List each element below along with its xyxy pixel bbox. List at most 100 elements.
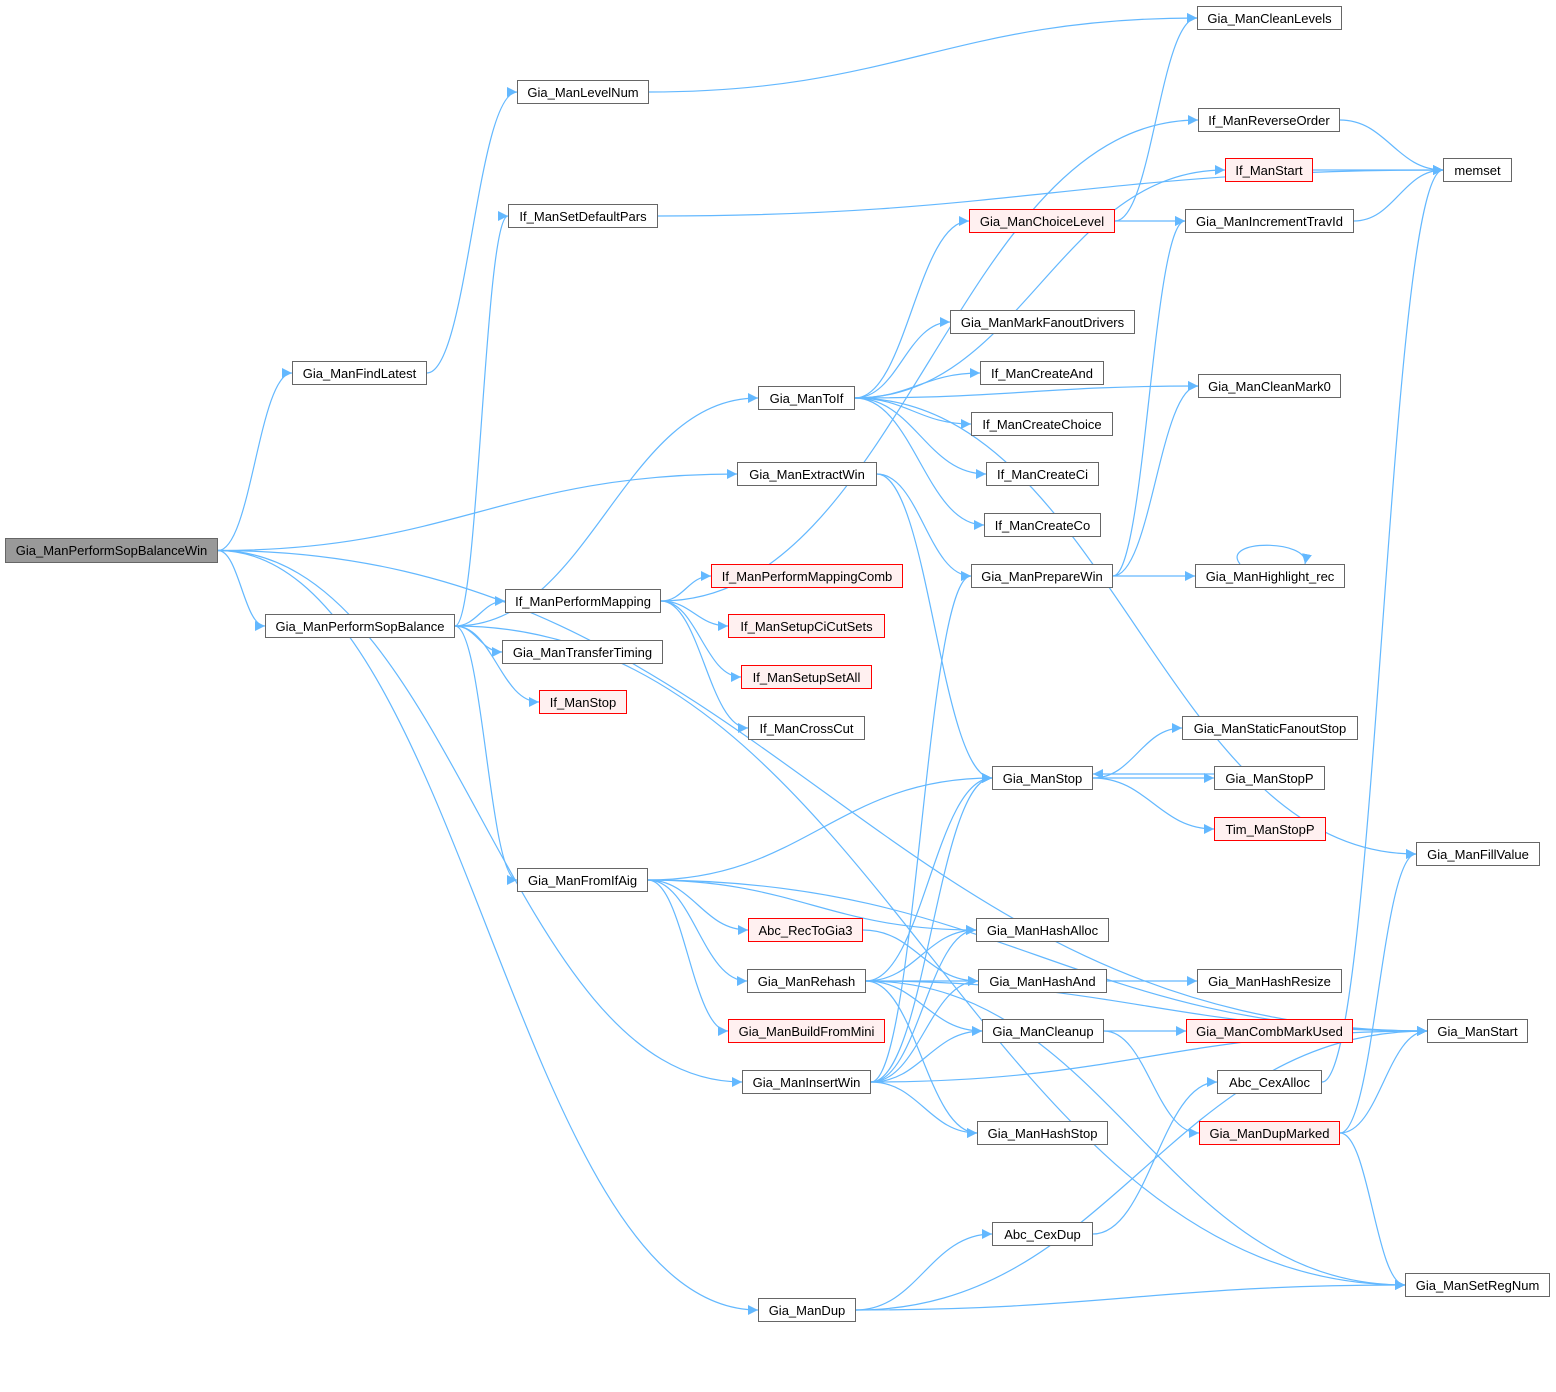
edge-choicelevel-to-cleanlevels	[1114, 13, 1198, 222]
edge-fromifaig-to-hashalloc	[647, 879, 977, 935]
node-cexdup[interactable]: Abc_CexDup	[992, 1222, 1093, 1246]
edge-insertwin-to-giastop	[870, 773, 993, 1083]
edge-rehash-to-hashstop	[865, 980, 978, 1138]
edge-sopbal-to-setdefpars	[454, 211, 509, 627]
edge-fromifaig-to-giastop	[647, 773, 993, 881]
node-cleanup[interactable]: Gia_ManCleanup	[982, 1019, 1104, 1043]
edge-giastop-to-timstopp	[1092, 777, 1215, 834]
edge-cleanup-to-dupmarked	[1103, 1030, 1200, 1138]
edge-fromifaig-to-giastart	[647, 879, 1428, 1036]
edge-cexalloc-to-memset	[1321, 165, 1444, 1083]
edge-toif-to-createci	[854, 397, 987, 479]
edge-revorder-to-memset	[1339, 119, 1444, 175]
node-dup[interactable]: Gia_ManDup	[758, 1298, 856, 1322]
node-buildmini[interactable]: Gia_ManBuildFromMini	[728, 1019, 885, 1043]
node-hashstop[interactable]: Gia_ManHashStop	[977, 1121, 1108, 1145]
node-cexalloc[interactable]: Abc_CexAlloc	[1217, 1070, 1322, 1094]
edge-dupmarked-to-fillvalue	[1339, 849, 1417, 1134]
node-insertwin[interactable]: Gia_ManInsertWin	[742, 1070, 871, 1094]
edge-preparewin-to-cleanmark0	[1112, 381, 1199, 577]
edge-sopbal-to-fromifaig	[454, 625, 518, 885]
node-transtiming[interactable]: Gia_ManTransferTiming	[502, 640, 663, 664]
edge-fromifaig-to-rectogia3	[647, 879, 749, 935]
node-createchoice[interactable]: If_ManCreateChoice	[971, 412, 1113, 436]
edge-highlight-to-highlight	[1236, 544, 1312, 565]
edge-win-to-giastart	[217, 549, 1428, 1036]
node-giastop[interactable]: Gia_ManStop	[992, 766, 1093, 790]
node-choicelevel[interactable]: Gia_ManChoiceLevel	[969, 209, 1115, 233]
edge-giastop-to-staticfanoutstop	[1092, 723, 1183, 779]
edge-rehash-to-setregnum	[865, 980, 1406, 1290]
node-extractwin[interactable]: Gia_ManExtractWin	[737, 462, 877, 486]
node-win[interactable]: Gia_ManPerformSopBalanceWin	[5, 538, 218, 563]
node-giastart[interactable]: Gia_ManStart	[1427, 1019, 1528, 1043]
node-setupsetall[interactable]: If_ManSetupSetAll	[741, 665, 872, 689]
edge-perfmap-to-setupcicut	[660, 600, 729, 631]
edge-toif-to-markfanout	[854, 317, 951, 399]
edge-insertwin-to-cleanup	[870, 1026, 983, 1083]
edge-fromifaig-to-buildmini	[647, 879, 729, 1036]
node-hashand[interactable]: Gia_ManHashAnd	[978, 969, 1107, 993]
node-toif[interactable]: Gia_ManToIf	[758, 386, 855, 410]
node-setdefpars[interactable]: If_ManSetDefaultPars	[508, 204, 658, 228]
node-ifstart[interactable]: If_ManStart	[1225, 158, 1313, 182]
edge-dupmarked-to-setregnum	[1339, 1132, 1406, 1290]
node-revorder[interactable]: If_ManReverseOrder	[1198, 108, 1340, 132]
node-hashalloc[interactable]: Gia_ManHashAlloc	[976, 918, 1109, 942]
node-findlatest[interactable]: Gia_ManFindLatest	[292, 361, 427, 385]
node-fillvalue[interactable]: Gia_ManFillValue	[1416, 842, 1540, 866]
node-highlight[interactable]: Gia_ManHighlight_rec	[1195, 564, 1345, 588]
node-crosscut[interactable]: If_ManCrossCut	[748, 716, 865, 740]
edge-dupmarked-to-giastart	[1339, 1026, 1428, 1134]
node-inctravid[interactable]: Gia_ManIncrementTravId	[1185, 209, 1354, 233]
edge-perfmap-to-revorder	[660, 115, 1199, 602]
edge-toif-to-fillvalue	[854, 397, 1417, 859]
edge-toif-to-choicelevel	[854, 216, 970, 399]
node-hashresize[interactable]: Gia_ManHashResize	[1197, 969, 1342, 993]
edge-levelnum-to-cleanlevels	[648, 13, 1198, 93]
node-rectogia3[interactable]: Abc_RecToGia3	[748, 918, 863, 942]
edge-sopbal-to-ifstop	[454, 625, 540, 707]
node-setregnum[interactable]: Gia_ManSetRegNum	[1405, 1273, 1550, 1297]
edge-perfmap-to-crosscut	[660, 600, 749, 733]
edge-win-to-dup	[217, 549, 759, 1315]
edge-dup-to-giastart	[855, 1026, 1428, 1311]
node-preparewin[interactable]: Gia_ManPrepareWin	[971, 564, 1113, 588]
edge-win-to-findlatest	[217, 368, 293, 552]
node-createand[interactable]: If_ManCreateAnd	[980, 361, 1104, 385]
node-sopbal[interactable]: Gia_ManPerformSopBalance	[265, 614, 455, 638]
node-createco[interactable]: If_ManCreateCo	[984, 513, 1101, 537]
edge-rehash-to-hashalloc	[865, 925, 977, 982]
node-rehash[interactable]: Gia_ManRehash	[747, 969, 866, 993]
edge-insertwin-to-hashalloc	[870, 925, 977, 1083]
node-setupcicut[interactable]: If_ManSetupCiCutSets	[728, 614, 885, 638]
node-cleanlevels[interactable]: Gia_ManCleanLevels	[1197, 6, 1342, 30]
edge-findlatest-to-levelnum	[426, 87, 518, 374]
node-perfmapcomb[interactable]: If_ManPerformMappingComb	[711, 564, 903, 588]
edge-sopbal-to-setregnum	[454, 625, 1406, 1290]
edge-dup-to-setregnum	[855, 1280, 1406, 1311]
edge-toif-to-createco	[854, 397, 985, 530]
node-ifstop[interactable]: If_ManStop	[539, 690, 627, 714]
edge-win-to-sopbal	[217, 549, 266, 631]
node-combmarkused[interactable]: Gia_ManCombMarkUsed	[1186, 1019, 1353, 1043]
edge-rehash-to-giastop	[865, 773, 993, 982]
node-dupmarked[interactable]: Gia_ManDupMarked	[1199, 1121, 1340, 1145]
edge-perfmap-to-perfmapcomb	[660, 571, 712, 602]
node-cleanmark0[interactable]: Gia_ManCleanMark0	[1198, 374, 1341, 398]
node-timstopp[interactable]: Tim_ManStopP	[1214, 817, 1326, 841]
node-markfanout[interactable]: Gia_ManMarkFanoutDrivers	[950, 310, 1135, 334]
edge-toif-to-cleanmark0	[854, 381, 1199, 399]
edge-win-to-extractwin	[217, 469, 738, 552]
edge-sopbal-to-perfmap	[454, 596, 506, 627]
edge-insertwin-to-hashand	[870, 976, 979, 1083]
node-fromifaig[interactable]: Gia_ManFromIfAig	[517, 868, 648, 892]
edge-sopbal-to-toif	[454, 393, 759, 627]
node-levelnum[interactable]: Gia_ManLevelNum	[517, 80, 649, 104]
node-createci[interactable]: If_ManCreateCi	[986, 462, 1099, 486]
node-memset[interactable]: memset	[1443, 158, 1512, 182]
node-perfmap[interactable]: If_ManPerformMapping	[505, 589, 661, 613]
node-staticfanoutstop[interactable]: Gia_ManStaticFanoutStop	[1182, 716, 1358, 740]
node-stopp[interactable]: Gia_ManStopP	[1214, 766, 1325, 790]
